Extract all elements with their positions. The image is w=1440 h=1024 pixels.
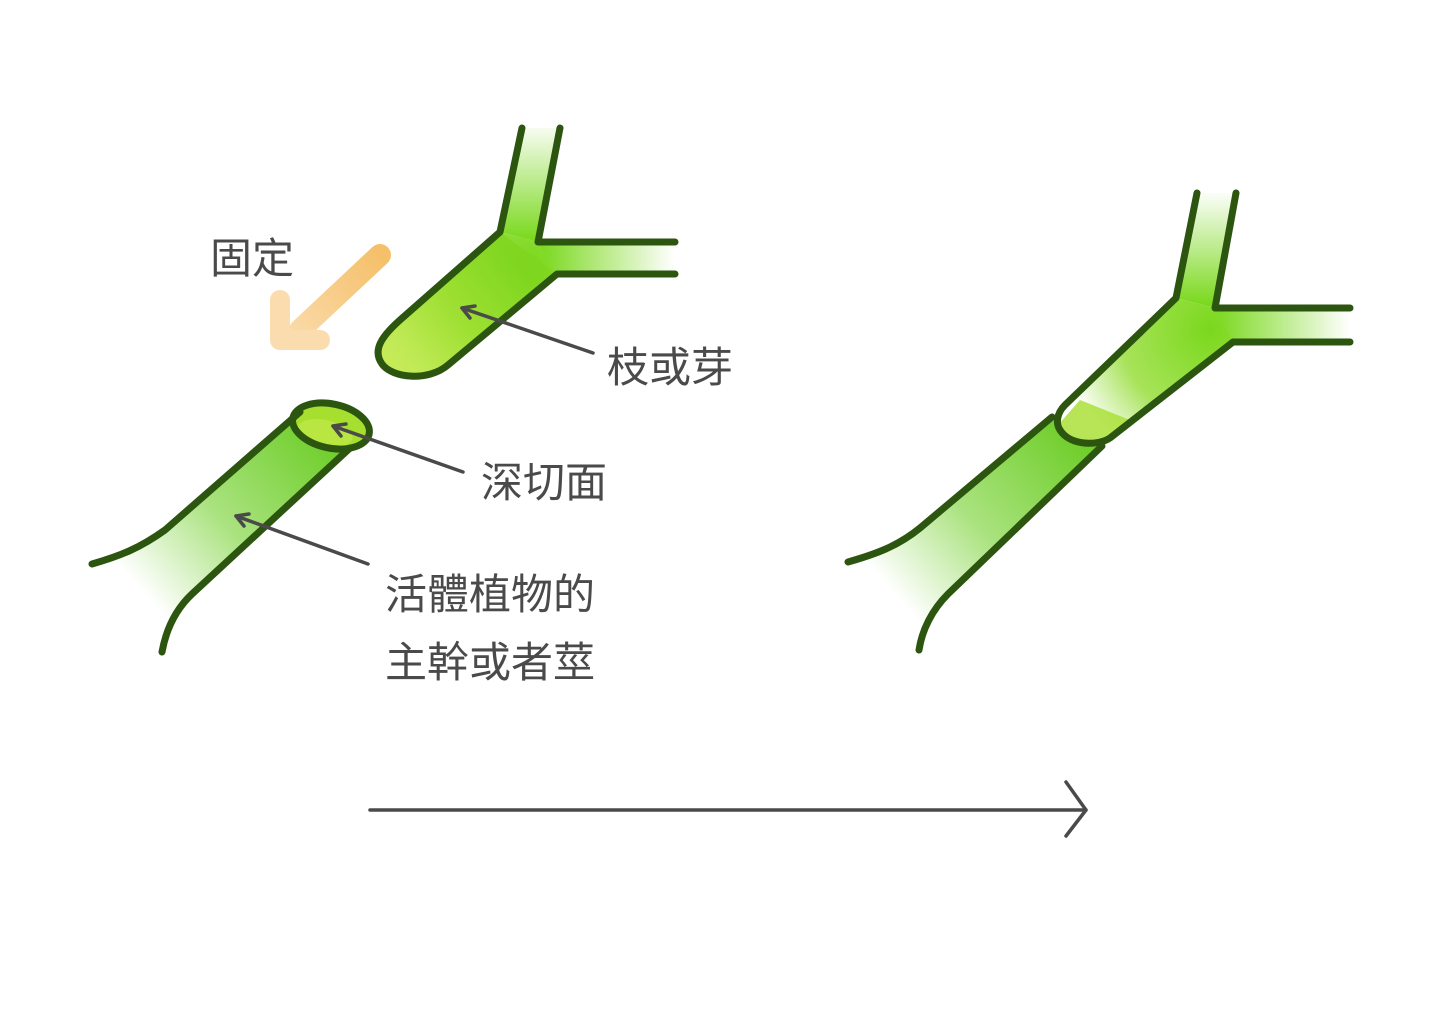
rootstock-stem	[88, 399, 373, 656]
grafted-plant	[844, 189, 1354, 654]
pointer-cut-face	[331, 422, 465, 474]
label-fix: 固定	[210, 234, 294, 283]
pointer-scion	[460, 304, 595, 355]
label-deep-cut: 深切面	[481, 458, 607, 507]
label-stock-line2: 主幹或者莖	[385, 638, 595, 687]
pointer-rootstock	[234, 512, 370, 566]
arrow-right-icon	[368, 780, 1088, 838]
label-scion: 枝或芽	[607, 343, 733, 392]
label-stock-line1: 活體植物的	[385, 570, 595, 619]
scion-branch	[374, 124, 679, 380]
arrow-down-left-icon	[270, 244, 391, 350]
